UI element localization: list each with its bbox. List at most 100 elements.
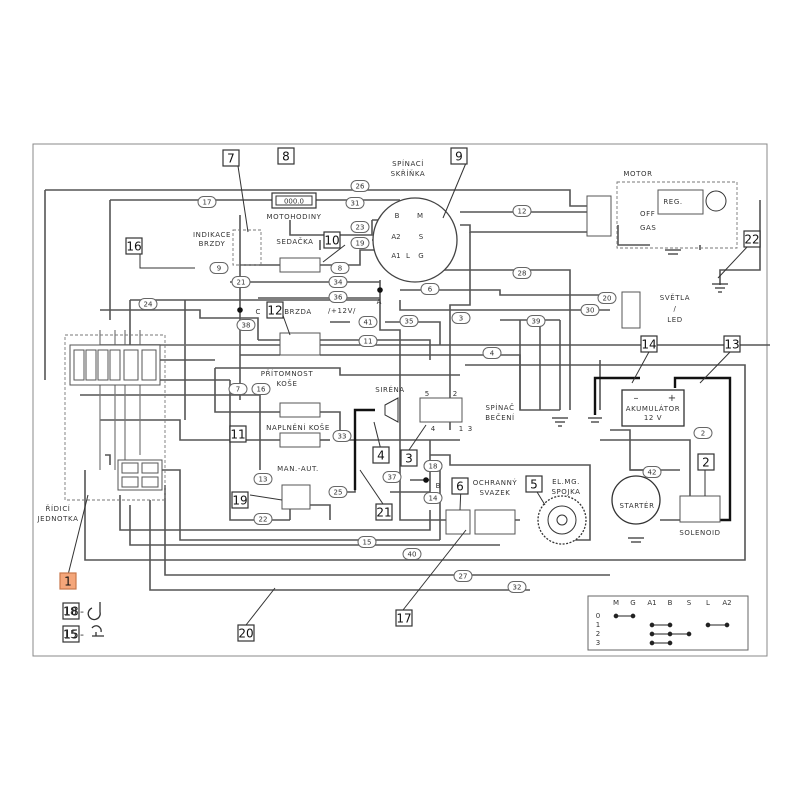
seat-switch: [279, 257, 321, 273]
svg-text:27: 27: [459, 573, 468, 581]
alternator: [705, 190, 727, 212]
svg-text:15: 15: [63, 628, 77, 641]
wire-label-11: 11: [358, 335, 378, 347]
svg-text:14: 14: [429, 495, 438, 503]
wire-label-37: 37: [382, 471, 402, 483]
callout-3: 3: [400, 449, 418, 467]
battery: – + AKUMULÁTOR 12 V: [621, 389, 685, 427]
svg-text:38: 38: [242, 322, 251, 330]
callout-1: 1: [59, 572, 77, 590]
svg-text:25: 25: [334, 489, 343, 497]
wire-label-27: 27: [453, 570, 473, 582]
svg-text:B: B: [668, 599, 673, 607]
svg-text:BRZDA: BRZDA: [284, 308, 312, 316]
callout-14: 14: [640, 335, 658, 353]
svg-text:MAN.-AUT.: MAN.-AUT.: [277, 465, 319, 473]
battery-cable-negative: [593, 376, 640, 415]
svg-text:S: S: [419, 233, 424, 241]
man-aut-switch: [281, 484, 311, 510]
svg-text:12 V: 12 V: [644, 414, 662, 422]
brake-switch: [279, 332, 321, 356]
svg-text:SPÍNACÍ: SPÍNACÍ: [392, 159, 424, 168]
svg-text:13: 13: [724, 338, 739, 352]
svg-text:REG.: REG.: [663, 198, 682, 206]
svg-text:37: 37: [388, 474, 397, 482]
wire-label-8: 8: [330, 262, 350, 274]
svg-text:33: 33: [338, 433, 347, 441]
callout-21: 21: [375, 503, 393, 521]
svg-text:5: 5: [425, 390, 429, 398]
svg-text:/: /: [674, 305, 677, 313]
wire-label-2: 2: [693, 427, 713, 439]
wire-label-40: 40: [402, 548, 422, 560]
svg-text:OFF: OFF: [640, 210, 655, 218]
svg-text:8: 8: [338, 265, 342, 273]
svg-text:SEDAČKA: SEDAČKA: [276, 237, 313, 246]
svg-text:22: 22: [259, 516, 268, 524]
svg-text:-: -: [80, 628, 84, 641]
callout-6: 6: [451, 477, 469, 495]
svg-text:000.0: 000.0: [284, 198, 304, 206]
svg-text:A1: A1: [391, 252, 400, 260]
svg-text:15: 15: [363, 539, 372, 547]
diagram-frame: [32, 143, 768, 657]
svg-text:B: B: [395, 212, 400, 220]
wire-label-13: 13: [253, 473, 273, 485]
svg-text:G: G: [630, 599, 635, 607]
wire-label-30: 30: [580, 304, 600, 316]
battery-cable-positive: [673, 376, 732, 522]
wire-number-labels: 2346789101112131415161718192021222324252…: [138, 180, 713, 593]
svg-text:3: 3: [459, 315, 463, 323]
svg-text:PŘÍTOMNOST: PŘÍTOMNOST: [261, 369, 314, 378]
control-unit-boundary: [64, 334, 166, 501]
svg-text:A2: A2: [722, 599, 731, 607]
svg-text:JEDNOTKA: JEDNOTKA: [37, 515, 79, 523]
svg-text:INDIKACE: INDIKACE: [193, 231, 231, 239]
wire-label-14: 14: [423, 492, 443, 504]
svg-text:/+12V/: /+12V/: [328, 307, 356, 315]
svg-text:9: 9: [217, 265, 221, 273]
svg-text:SPÍNAČ: SPÍNAČ: [485, 403, 514, 412]
callout-8: 8: [277, 147, 295, 165]
svg-text:M: M: [417, 212, 423, 220]
svg-text:31: 31: [351, 200, 360, 208]
svg-text:24: 24: [144, 301, 153, 309]
svg-text:42: 42: [648, 469, 657, 477]
wire-label-38: 38: [236, 319, 256, 331]
wire-label-34: 34: [328, 276, 348, 288]
motor-regulator: [657, 189, 704, 215]
protective-harness: [474, 509, 516, 535]
svg-text:SVĚTLA: SVĚTLA: [660, 293, 690, 302]
motor-block: [616, 181, 738, 249]
svg-text:L: L: [406, 252, 410, 260]
svg-text:0: 0: [596, 612, 600, 620]
wire-label-36: 36: [328, 291, 348, 303]
wire-label-32: 32: [507, 581, 527, 593]
mowing-switch-terminals: 5 2 4 1 3: [425, 390, 472, 433]
svg-text:-: -: [80, 605, 84, 618]
svg-text:NAPLNĚNÍ KOŠE: NAPLNĚNÍ KOŠE: [266, 423, 330, 432]
svg-text:SPOJKA: SPOJKA: [551, 488, 580, 496]
svg-text:ŘÍDICÍ: ŘÍDICÍ: [46, 504, 71, 513]
svg-text:SIRÉNA: SIRÉNA: [375, 385, 404, 394]
wire-label-18: 18: [423, 460, 443, 472]
wire-label-21: 21: [231, 276, 251, 288]
svg-text:L: L: [706, 599, 710, 607]
wire-label-31: 31: [345, 197, 365, 209]
svg-text:4: 4: [377, 449, 385, 463]
svg-text:1: 1: [459, 425, 463, 433]
svg-text:20: 20: [603, 295, 612, 303]
ignition-switch: B M A2 S A1 L G: [372, 197, 458, 283]
hour-meter: 000.0: [271, 192, 317, 209]
svg-text:8: 8: [282, 150, 290, 164]
wire-label-6: 6: [420, 283, 440, 295]
callout-7: 7: [222, 149, 240, 167]
svg-text:KOŠE: KOŠE: [277, 379, 298, 388]
callout-11: 11: [229, 425, 247, 443]
svg-text:2: 2: [701, 430, 705, 438]
svg-text:18: 18: [63, 605, 77, 618]
svg-text:SKŘÍŇKA: SKŘÍŇKA: [391, 169, 426, 178]
node-letters: A B C: [256, 298, 441, 490]
svg-text:21: 21: [237, 279, 246, 287]
svg-text:BRZDY: BRZDY: [199, 240, 226, 248]
